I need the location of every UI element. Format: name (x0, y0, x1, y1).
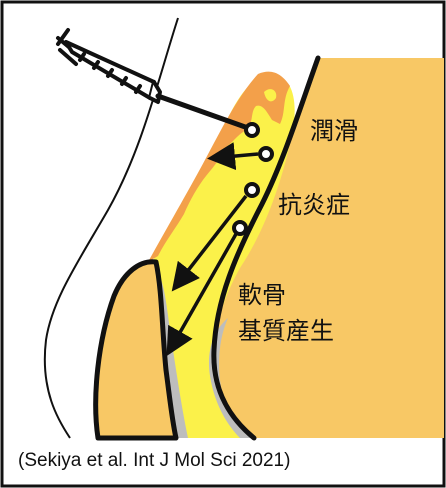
synovium (148, 71, 290, 262)
point-cartilage (232, 220, 248, 236)
point-anti-inflammatory (244, 182, 260, 198)
skin-outline (43, 17, 179, 439)
point-lubrication (258, 146, 274, 162)
point-lubrication-inject (244, 122, 260, 138)
citation: (Sekiya et al. Int J Mol Sci 2021) (18, 450, 291, 471)
synovium-patch (258, 89, 277, 127)
label-matrix-production: 基質産生 (238, 317, 334, 345)
joint-boundary (211, 55, 321, 441)
syringe-icon (56, 28, 251, 131)
arrow-to-lower-cartilage (166, 233, 238, 357)
label-lubrication: 潤滑 (310, 117, 358, 145)
lower-bone (93, 259, 179, 441)
arrow-lubrication (207, 142, 259, 171)
cartilage-right (208, 318, 256, 438)
label-cartilage: 軟骨 (238, 281, 286, 309)
label-anti-inflammatory: 抗炎症 (278, 191, 350, 219)
arrow-to-left-cartilage (171, 194, 248, 292)
bone-tissue (212, 58, 444, 438)
